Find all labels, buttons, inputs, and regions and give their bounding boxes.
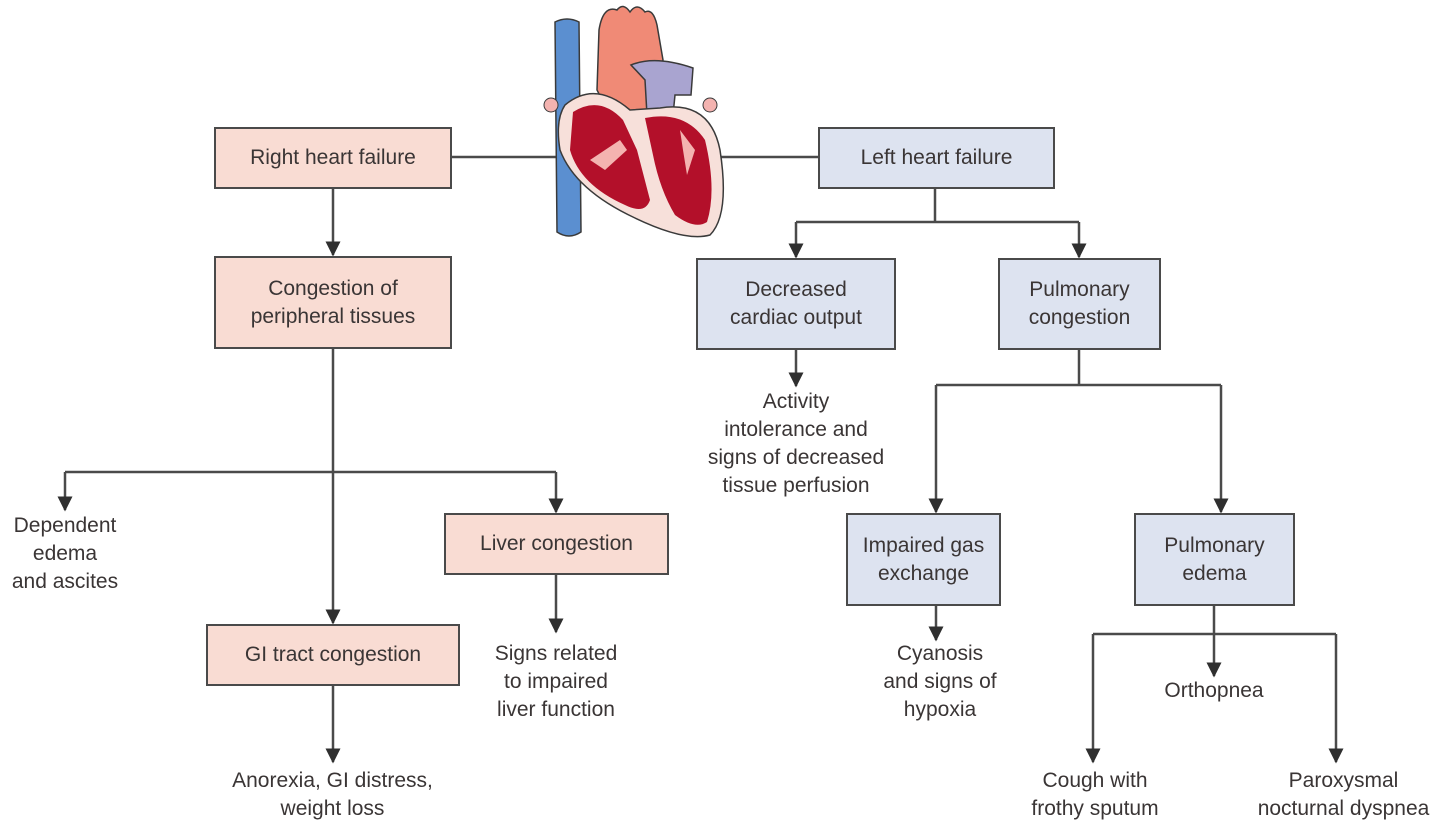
impaired-gas-exchange-box: Impaired gas exchange: [846, 513, 1001, 606]
pulmonary-congestion-box: Pulmonary congestion: [998, 258, 1161, 350]
cough-label: Cough with frothy sputum: [1031, 769, 1159, 820]
pulmonary-edema-box: Pulmonary edema: [1134, 513, 1295, 606]
orthopnea-label: Orthopnea: [1164, 679, 1264, 702]
liver-congestion-box: Liver congestion: [444, 513, 669, 575]
right-heart-failure-box: Right heart failure: [214, 127, 452, 189]
liver-effect-label: Signs related to impaired liver function: [494, 642, 618, 721]
dependent-edema-label: Dependent edema and ascites: [11, 514, 119, 593]
gi-effect-label: Anorexia, GI distress, weight loss: [232, 769, 433, 820]
heart-illustration-icon: [543, 5, 725, 238]
pnd-label: Paroxysmal nocturnal dyspnea: [1257, 769, 1430, 820]
peripheral-congestion-box: Congestion of peripheral tissues: [214, 256, 452, 349]
gi-congestion-box: GI tract congestion: [206, 624, 460, 686]
gas-effect-label: Cyanosis and signs of hypoxia: [883, 642, 997, 721]
cardiac-effect-label: Activity intolerance and signs of decrea…: [707, 390, 885, 497]
left-heart-failure-box: Left heart failure: [818, 127, 1055, 189]
decreased-cardiac-output-box: Decreased cardiac output: [696, 258, 896, 350]
